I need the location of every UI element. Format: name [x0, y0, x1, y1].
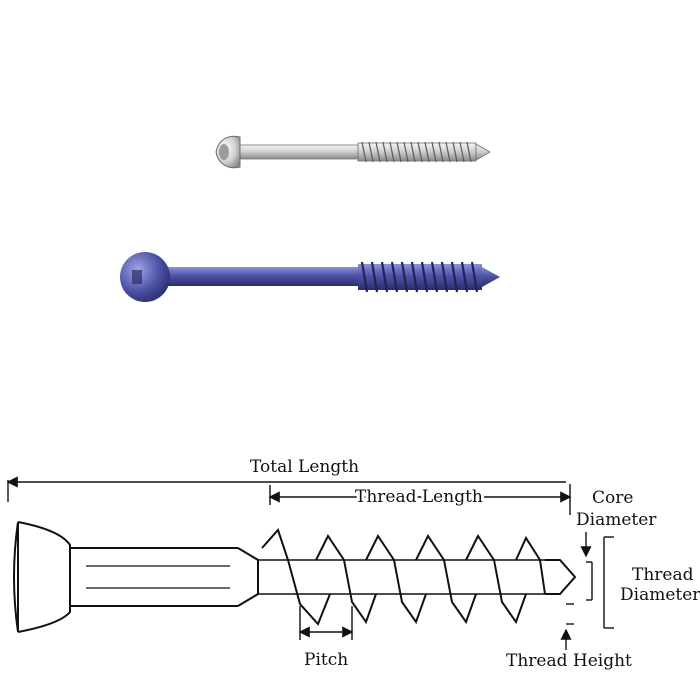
thread-length-label: Thread Length [355, 487, 483, 507]
silver-screw-threads [357, 141, 477, 163]
silver-screw-illustration [215, 135, 491, 169]
pitch-label: Pitch [304, 650, 348, 670]
blue-screw-illustration [120, 252, 500, 302]
total-length-label: Total Length [250, 457, 359, 477]
thread-diameter-label-line2: Diameter [620, 585, 700, 605]
blue-screw-threads [358, 261, 482, 293]
thread-diameter-label-line1: Thread [632, 565, 694, 585]
thread-height-label: Thread Height [506, 651, 632, 671]
dimension-lines [6, 476, 614, 650]
core-diameter-label-line2: Diameter [576, 510, 657, 530]
screw-technical-drawing [13, 521, 577, 633]
core-diameter-label-line1: Core [592, 488, 633, 508]
